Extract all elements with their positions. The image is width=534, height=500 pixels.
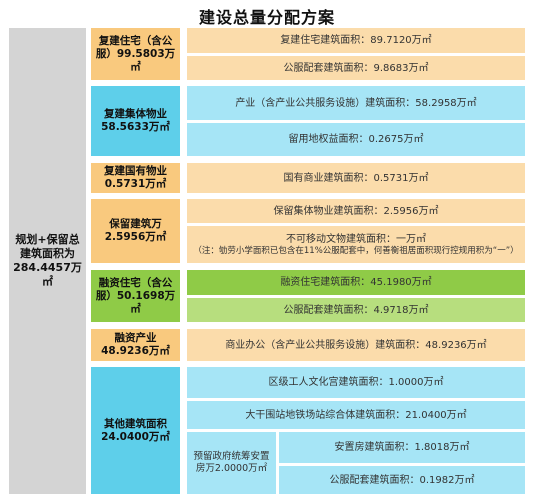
leaf-label: 区级工人文化宫建筑面积：1.0000万㎡ bbox=[268, 377, 444, 388]
category-label: 其他建筑面积24.0400万㎡ bbox=[101, 417, 170, 443]
leaf-label: 商业办公（含产业公共服务设施）建筑面积：48.9236万㎡ bbox=[225, 339, 487, 351]
leaf-rebuilt-residential-area: 复建住宅建筑面积：89.7120万㎡ bbox=[187, 28, 525, 53]
leaf-workers-cultural-palace-area: 区级工人文化宫建筑面积：1.0000万㎡ bbox=[187, 367, 525, 398]
leaf-public-service-area-1: 公服配套建筑面积：9.8683万㎡ bbox=[187, 56, 525, 80]
leaf-label: 国有商业建筑面积：0.5731万㎡ bbox=[283, 172, 429, 184]
leaf-note: （注：劬劳小学面积已包含在11%公服配套中，何善衡祖居面积现行控规用积为“一”） bbox=[193, 245, 519, 256]
leaf-label: 产业（含产业公共服务设施）建筑面积：58.2958万㎡ bbox=[235, 97, 477, 109]
category-label: 复建国有物业0.5731万㎡ bbox=[104, 165, 167, 190]
category-label: 融资产业48.9236万㎡ bbox=[101, 332, 170, 357]
leaf-financing-residential-area: 融资住宅建筑面积：45.1980万㎡ bbox=[187, 270, 525, 295]
subcategory-reserved-resettlement: 预留政府统筹安置房万2.0000万㎡ bbox=[187, 432, 276, 494]
category-rebuilt-residential: 复建住宅（含公服）99.5803万㎡ bbox=[91, 28, 180, 80]
leaf-label: 公服配套建筑面积：9.8683万㎡ bbox=[283, 62, 429, 74]
diagram-title: 建设总量分配方案 bbox=[198, 8, 335, 27]
root-total-area: 规划+保留总建筑面积为284.4457万㎡ bbox=[9, 28, 86, 494]
subcategory-label: 预留政府统筹安置房万2.0000万㎡ bbox=[193, 451, 270, 474]
category-label: 复建住宅（含公服）99.5803万㎡ bbox=[95, 34, 176, 73]
leaf-metro-complex-area: 大干围站地铁场站综合体建筑面积：21.0400万㎡ bbox=[187, 401, 525, 429]
leaf-immovable-relics-area: 不可移动文物建筑面积：一万㎡ （注：劬劳小学面积已包含在11%公服配套中，何善衡… bbox=[187, 226, 525, 263]
leaf-label: 复建住宅建筑面积：89.7120万㎡ bbox=[280, 35, 432, 46]
category-rebuilt-collective-property: 复建集体物业58.5633万㎡ bbox=[91, 86, 180, 156]
leaf-reserved-land-rights: 留用地权益面积：0.2675万㎡ bbox=[187, 123, 525, 156]
root-label: 规划+保留总建筑面积为284.4457万㎡ bbox=[13, 233, 82, 288]
category-label: 融资住宅（含公服）50.1698万㎡ bbox=[95, 276, 176, 315]
leaf-label: 大干围站地铁场站综合体建筑面积：21.0400万㎡ bbox=[245, 409, 467, 421]
leaf-resettlement-housing-area: 安置房建筑面积：1.8018万㎡ bbox=[279, 432, 525, 463]
leaf-label: 安置房建筑面积：1.8018万㎡ bbox=[334, 442, 470, 453]
category-label: 复建集体物业58.5633万㎡ bbox=[101, 108, 170, 133]
leaf-public-service-area-3: 公服配套建筑面积：0.1982万㎡ bbox=[279, 466, 525, 494]
leaf-label: 公服配套建筑面积：4.9718万㎡ bbox=[283, 304, 429, 316]
leaf-label: 不可移动文物建筑面积：一万㎡ bbox=[286, 233, 426, 245]
leaf-label: 公服配套建筑面积：0.1982万㎡ bbox=[329, 474, 475, 486]
leaf-label: 留用地权益面积：0.2675万㎡ bbox=[288, 134, 424, 145]
leaf-industry-area: 产业（含产业公共服务设施）建筑面积：58.2958万㎡ bbox=[187, 86, 525, 120]
leaf-state-commercial-area: 国有商业建筑面积：0.5731万㎡ bbox=[187, 163, 525, 193]
leaf-label: 保留集体物业建筑面积：2.5956万㎡ bbox=[273, 205, 439, 217]
leaf-label: 融资住宅建筑面积：45.1980万㎡ bbox=[280, 277, 432, 288]
category-label: 保留建筑万2.5956万㎡ bbox=[104, 218, 167, 243]
category-rebuilt-state-property: 复建国有物业0.5731万㎡ bbox=[91, 163, 180, 193]
category-financing-industry: 融资产业48.9236万㎡ bbox=[91, 329, 180, 361]
leaf-public-service-area-2: 公服配套建筑面积：4.9718万㎡ bbox=[187, 298, 525, 322]
category-other-buildings: 其他建筑面积24.0400万㎡ bbox=[91, 367, 180, 494]
category-financing-residential: 融资住宅（含公服）50.1698万㎡ bbox=[91, 270, 180, 322]
leaf-retained-collective-area: 保留集体物业建筑面积：2.5956万㎡ bbox=[187, 199, 525, 223]
leaf-commercial-office-area: 商业办公（含产业公共服务设施）建筑面积：48.9236万㎡ bbox=[187, 329, 525, 361]
category-retained-buildings: 保留建筑万2.5956万㎡ bbox=[91, 199, 180, 263]
